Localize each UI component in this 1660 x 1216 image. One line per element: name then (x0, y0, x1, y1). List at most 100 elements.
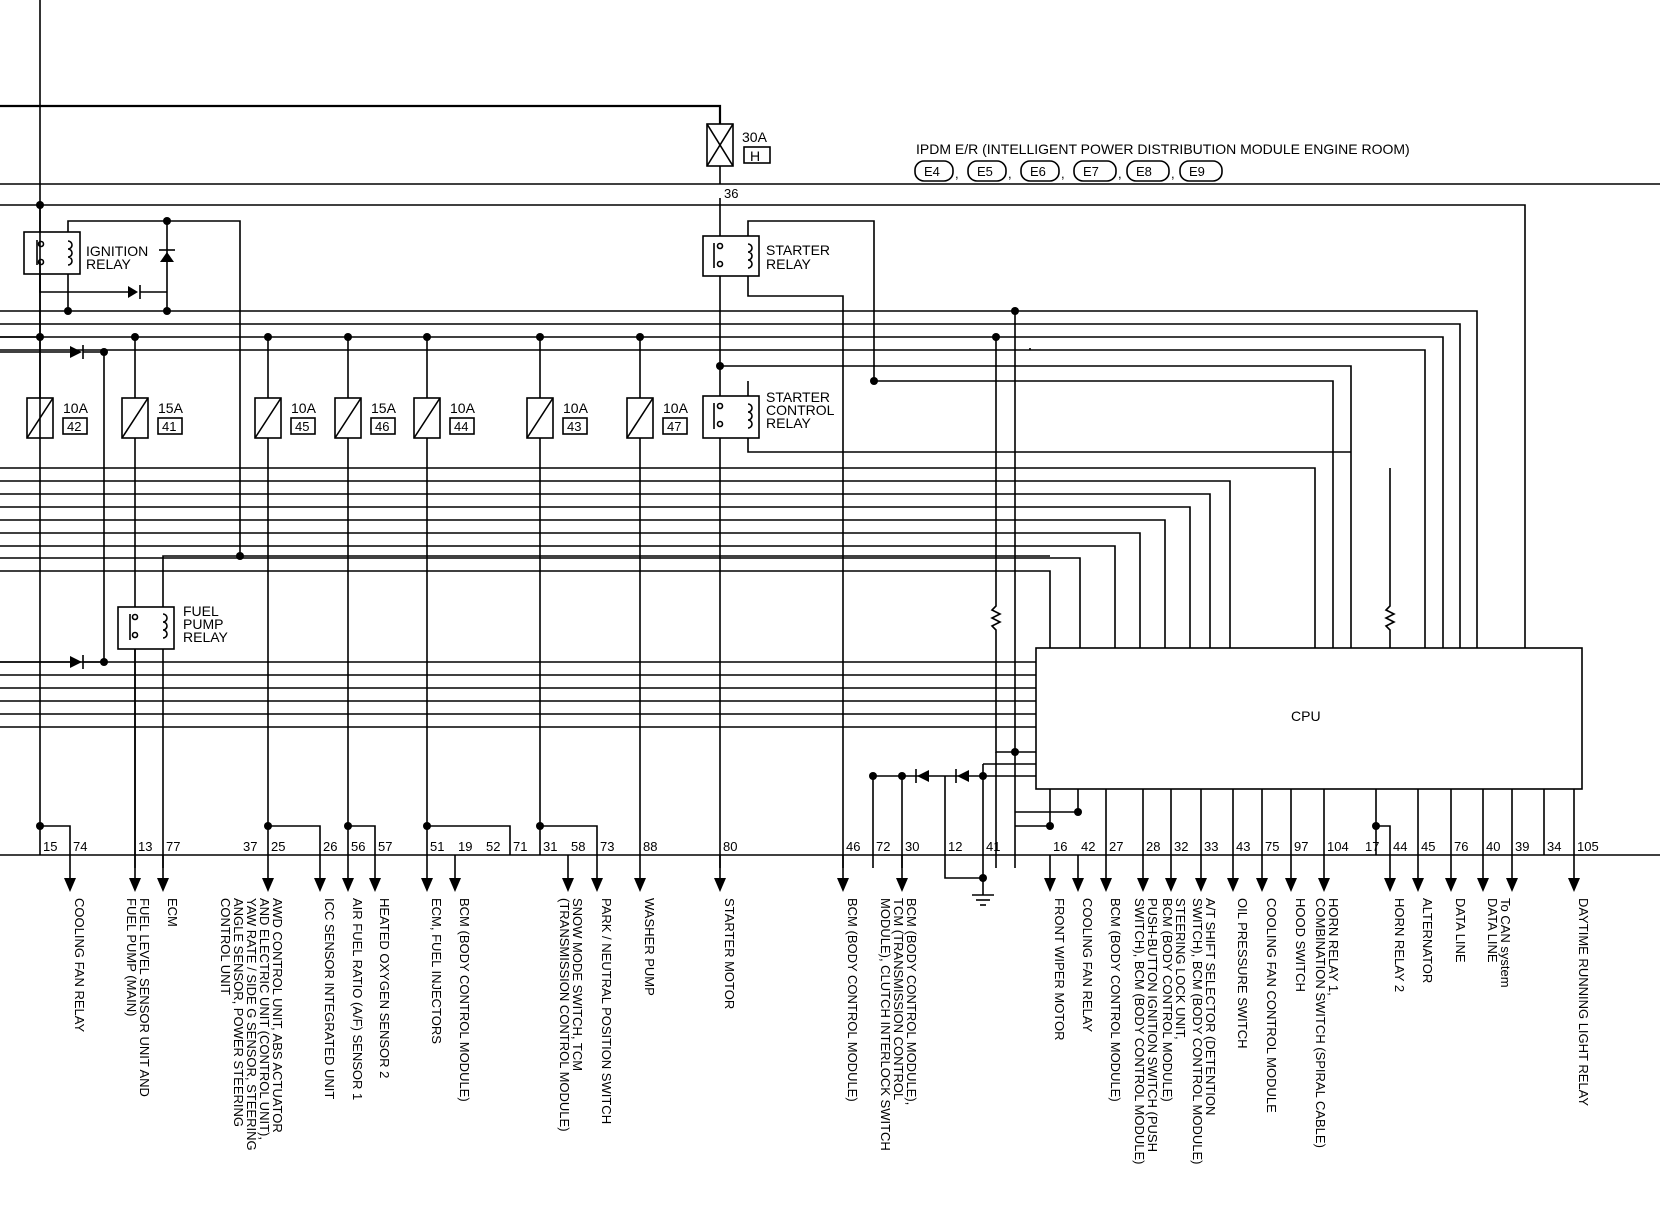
destination-text: HOOD SWITCH (1293, 898, 1308, 992)
pin-43: 43 (1236, 839, 1250, 854)
destination-label: STARTER MOTOR (722, 898, 737, 1009)
pin-19: 19 (458, 839, 472, 854)
module-header: IPDM E/R (INTELLIGENT POWER DISTRIBUTION… (914, 141, 1410, 182)
destination-text: DAYTIME RUNNING LIGHT RELAY (1576, 898, 1591, 1106)
pin-80: 80 (723, 839, 737, 854)
pin-32: 32 (1174, 839, 1188, 854)
down-arrow-icon (1044, 878, 1056, 892)
pin-15: 15 (43, 839, 57, 854)
pin-33: 33 (1204, 839, 1218, 854)
down-arrow-icon (421, 878, 433, 892)
splice-bar (268, 825, 321, 855)
fuse-47-num: 47 (667, 419, 681, 434)
connector-list: E4 E5 E6 E7 E8 E9 , , , , , (914, 160, 1223, 182)
destination-text: PUSH-BUTTON IGNITION SWITCH (PUSH (1145, 898, 1160, 1152)
fuel-pump-relay-label-2: PUMP (183, 616, 223, 632)
down-arrow-icon (562, 878, 574, 892)
fuse-47: 10A 47 (626, 397, 689, 439)
connector-e9: E9 (1189, 164, 1205, 179)
destination-label: To CAN system (1498, 898, 1513, 988)
destination-text: SWITCH), BCM (BODY CONTROL MODULE) (1132, 898, 1147, 1165)
pin-76: 76 (1454, 839, 1468, 854)
down-arrow-icon (157, 878, 169, 892)
bus-wires (0, 204, 1526, 756)
splice-bar (40, 825, 71, 855)
splice-dot (536, 822, 544, 830)
pin-75: 75 (1265, 839, 1279, 854)
pin-44: 44 (1393, 839, 1407, 854)
destination-text: SWITCH), BCM (BODY CONTROL MODULE) (1190, 898, 1205, 1165)
pin-27: 27 (1109, 839, 1123, 854)
destination-text: OIL PRESSURE SWITCH (1235, 898, 1250, 1048)
down-arrow-icon (1100, 878, 1112, 892)
connector-e8: E8 (1136, 164, 1152, 179)
destination-text: BCM (BODY CONTROL MODULE), (904, 898, 919, 1105)
destination-text: COOLING FAN RELAY (72, 898, 87, 1032)
pin-13: 13 (138, 839, 152, 854)
destination-label: ALTERNATOR (1420, 898, 1435, 983)
down-arrow-icon (1195, 878, 1207, 892)
destination-label: DAYTIME RUNNING LIGHT RELAY (1576, 898, 1591, 1106)
pin-105: 105 (1577, 839, 1599, 854)
pin-45: 45 (1421, 839, 1435, 854)
destination-label: DATA LINE (1453, 898, 1468, 963)
pin-40: 40 (1486, 839, 1500, 854)
destination-label: FRONT WIPER MOTOR (1052, 898, 1067, 1041)
destination-label: BCM (BODY CONTROL MODULE) (1108, 898, 1123, 1102)
cpu-block: CPU (869, 647, 1583, 906)
svg-text:,: , (1171, 166, 1175, 181)
destination-label: HORN RELAY 1,COMBINATION SWITCH (SPIRAL … (1313, 898, 1341, 1148)
destination-text: YAW RATE / SIDE G SENSOR, STEERING (244, 898, 259, 1151)
down-arrow-icon (314, 878, 326, 892)
fuse-45-num: 45 (295, 419, 309, 434)
fuse-41: 15A 41 (121, 397, 184, 439)
down-arrow-icon (369, 878, 381, 892)
connector-e5: E5 (977, 164, 993, 179)
destination-label: ECM, FUEL INJECTORS (429, 898, 444, 1044)
fuse-45: 10A 45 (254, 397, 317, 439)
ignition-relay-label-2: RELAY (86, 256, 132, 272)
destination-text: BCM (BODY CONTROL MODULE) (1108, 898, 1123, 1102)
main-fuse-amp: 30A (742, 129, 768, 145)
fuse-42: 10A 42 (26, 0, 89, 439)
pin-37: 37 (243, 839, 257, 854)
down-arrow-icon (1445, 878, 1457, 892)
down-arrow-icon (1568, 878, 1580, 892)
destination-text: ANGLE SENSOR, POWER STEERING (231, 898, 246, 1127)
pin-34: 34 (1547, 839, 1561, 854)
fuse-45-amp: 10A (291, 400, 317, 416)
cpu-label: CPU (1291, 708, 1321, 724)
destination-label: AIR FUEL RATIO (A/F) SENSOR 1 (350, 898, 365, 1100)
destination-text: ECM, FUEL INJECTORS (429, 898, 444, 1044)
fuse-41-num: 41 (162, 419, 176, 434)
pin-74: 74 (73, 839, 87, 854)
fuel-pump-relay-label-1: FUEL (183, 603, 219, 619)
splice-bar (540, 825, 598, 855)
destination-text: (TRANSMISSION CONTROL MODULE) (557, 898, 572, 1132)
destination-text: TCM (TRANSMISSION CONTROL (891, 898, 906, 1100)
destination-text: ALTERNATOR (1420, 898, 1435, 983)
destination-label: BCM (BODY CONTROL MODULE) (457, 898, 472, 1102)
pin-56: 56 (351, 839, 365, 854)
pin-88: 88 (643, 839, 657, 854)
destination-label: WASHER PUMP (642, 898, 657, 996)
down-arrow-icon (837, 878, 849, 892)
destination-text: STARTER MOTOR (722, 898, 737, 1009)
starter-control-relay-label-3: RELAY (766, 415, 812, 431)
ignition-relay-label-1: IGNITION (86, 243, 148, 259)
pin-41: 41 (986, 839, 1000, 854)
pin-46: 46 (846, 839, 860, 854)
destination-text: SNOW MODE SWITCH, TCM (570, 898, 585, 1071)
pin-42: 42 (1081, 839, 1095, 854)
destination-label: SNOW MODE SWITCH, TCM(TRANSMISSION CONTR… (557, 898, 585, 1132)
destination-text: MODULE), CLUTCH INTERLOCK SWITCH (878, 898, 893, 1151)
splice-bar (1376, 825, 1391, 855)
fuse-46: 15A 46 (334, 397, 397, 439)
destination-text: BCM (BODY CONTROL MODULE) (1160, 898, 1175, 1102)
fuse-distribution (0, 311, 644, 662)
starter-relay: STARTER RELAY (702, 198, 878, 868)
destination-label: HOOD SWITCH (1293, 898, 1308, 992)
pin-52: 52 (486, 839, 500, 854)
